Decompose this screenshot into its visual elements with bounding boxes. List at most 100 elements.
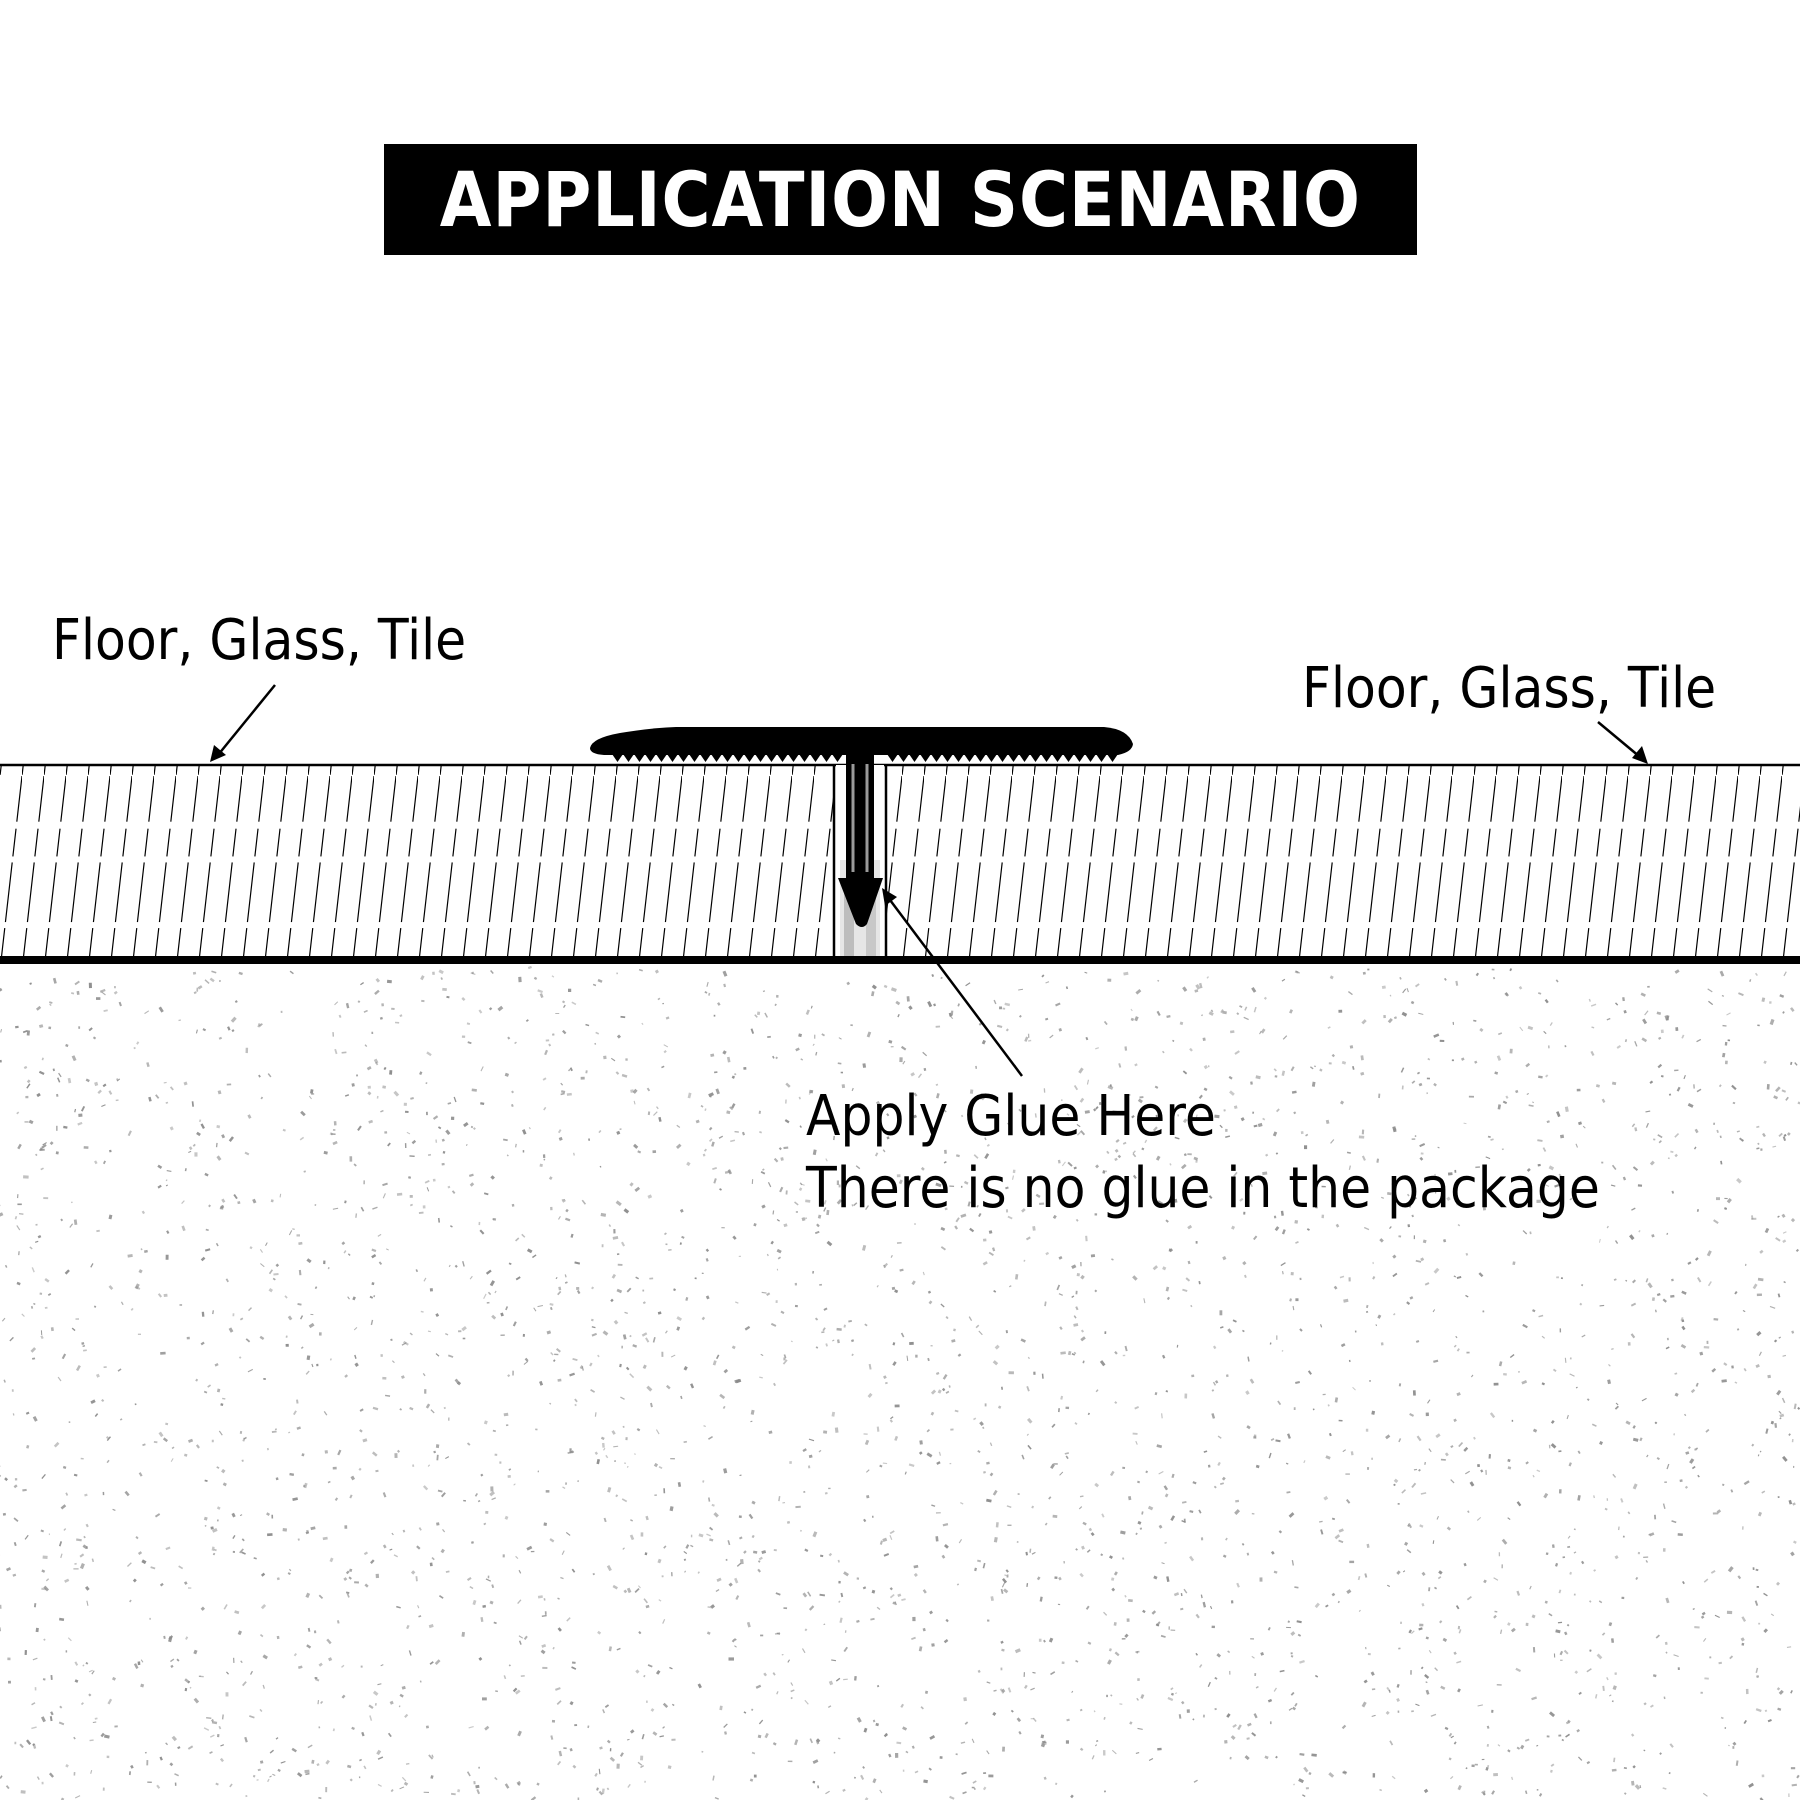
speckle <box>469 1182 475 1187</box>
speckle <box>1522 1323 1528 1329</box>
speckle <box>436 1454 439 1461</box>
speckle <box>1455 1199 1459 1206</box>
speckle <box>216 1466 220 1469</box>
speckle <box>726 1110 731 1115</box>
speckle <box>1117 1154 1122 1159</box>
speckle <box>1120 1530 1126 1535</box>
speckle <box>643 1674 646 1678</box>
speckle <box>990 1596 994 1602</box>
speckle <box>1295 1241 1299 1244</box>
speckle <box>787 1659 791 1663</box>
speckle <box>560 1092 565 1096</box>
speckle <box>405 1762 410 1765</box>
speckle <box>979 1421 984 1427</box>
speckle <box>626 1287 632 1293</box>
speckle <box>371 1451 378 1457</box>
speckle <box>1057 1159 1061 1164</box>
speckle <box>828 1552 833 1557</box>
speckle <box>773 1548 777 1552</box>
speckle <box>480 1473 484 1477</box>
speckle <box>1003 1588 1009 1594</box>
speckle <box>1690 1388 1696 1394</box>
speckle <box>259 1249 263 1253</box>
speckle <box>1170 1692 1174 1696</box>
speckle <box>833 1751 836 1754</box>
speckle <box>1025 1551 1028 1556</box>
speckle <box>18 1251 20 1256</box>
speckle <box>571 1666 577 1670</box>
speckle <box>710 1604 715 1609</box>
speckle <box>1630 1733 1635 1737</box>
speckle <box>1515 1089 1519 1094</box>
speckle <box>436 1522 440 1526</box>
speckle <box>1418 1627 1423 1631</box>
speckle <box>1029 1548 1032 1553</box>
speckle <box>731 1103 736 1109</box>
speckle <box>1548 1045 1550 1049</box>
speckle <box>704 1108 707 1111</box>
speckle <box>1426 1204 1429 1207</box>
speckle <box>1383 1014 1386 1019</box>
speckle <box>621 1241 626 1247</box>
speckle <box>1740 1637 1745 1642</box>
speckle <box>557 1378 562 1382</box>
speckle <box>468 1725 474 1729</box>
speckle <box>1601 1098 1606 1103</box>
speckle <box>327 1266 330 1270</box>
speckle <box>623 1589 628 1594</box>
speckle <box>1278 1530 1283 1534</box>
speckle <box>1687 1103 1694 1108</box>
speckle <box>1632 1425 1636 1429</box>
speckle <box>1343 1298 1349 1303</box>
speckle <box>1645 1122 1649 1128</box>
speckle <box>1553 1653 1556 1658</box>
speckle <box>834 1427 839 1433</box>
speckle <box>1016 1540 1019 1544</box>
speckle <box>740 1558 744 1565</box>
speckle <box>1481 1758 1485 1761</box>
speckle <box>525 1019 529 1022</box>
speckle <box>249 1670 254 1675</box>
speckle <box>426 1051 432 1057</box>
speckle <box>1465 1470 1471 1475</box>
speckle <box>1687 1261 1692 1265</box>
speckle <box>427 1330 431 1333</box>
speckle <box>195 1444 200 1449</box>
speckle <box>159 1582 164 1587</box>
speckle <box>57 1077 61 1083</box>
speckle <box>1216 1653 1222 1658</box>
speckle <box>32 1657 38 1661</box>
speckle <box>1432 1540 1435 1544</box>
speckle <box>184 1453 188 1457</box>
speckle <box>620 1015 626 1019</box>
speckle <box>1490 1138 1494 1141</box>
speckle <box>1601 1632 1606 1636</box>
speckle <box>1001 1688 1006 1693</box>
speckle <box>429 1562 433 1567</box>
speckle <box>836 1327 842 1331</box>
speckle <box>445 1570 450 1573</box>
speckle <box>823 1200 827 1205</box>
speckle <box>356 1074 359 1077</box>
speckle <box>332 1032 334 1037</box>
speckle <box>783 1146 789 1150</box>
speckle <box>1611 1164 1617 1170</box>
speckle <box>146 1760 149 1766</box>
speckle <box>348 1576 352 1580</box>
speckle <box>1586 1668 1592 1673</box>
speckle <box>119 1418 123 1421</box>
speckle <box>1164 1541 1167 1544</box>
speckle <box>1079 1708 1083 1712</box>
speckle <box>1075 1290 1078 1295</box>
speckle <box>1001 1578 1008 1584</box>
speckle <box>980 1095 985 1101</box>
speckle <box>1558 1589 1562 1594</box>
speckle <box>1294 1702 1298 1707</box>
speckle <box>1303 1766 1309 1773</box>
speckle <box>1193 1779 1198 1783</box>
speckle <box>216 1519 219 1522</box>
speckle <box>1703 1346 1710 1349</box>
speckle <box>779 1186 784 1193</box>
speckle <box>958 1539 962 1544</box>
speckle <box>1392 1312 1396 1316</box>
